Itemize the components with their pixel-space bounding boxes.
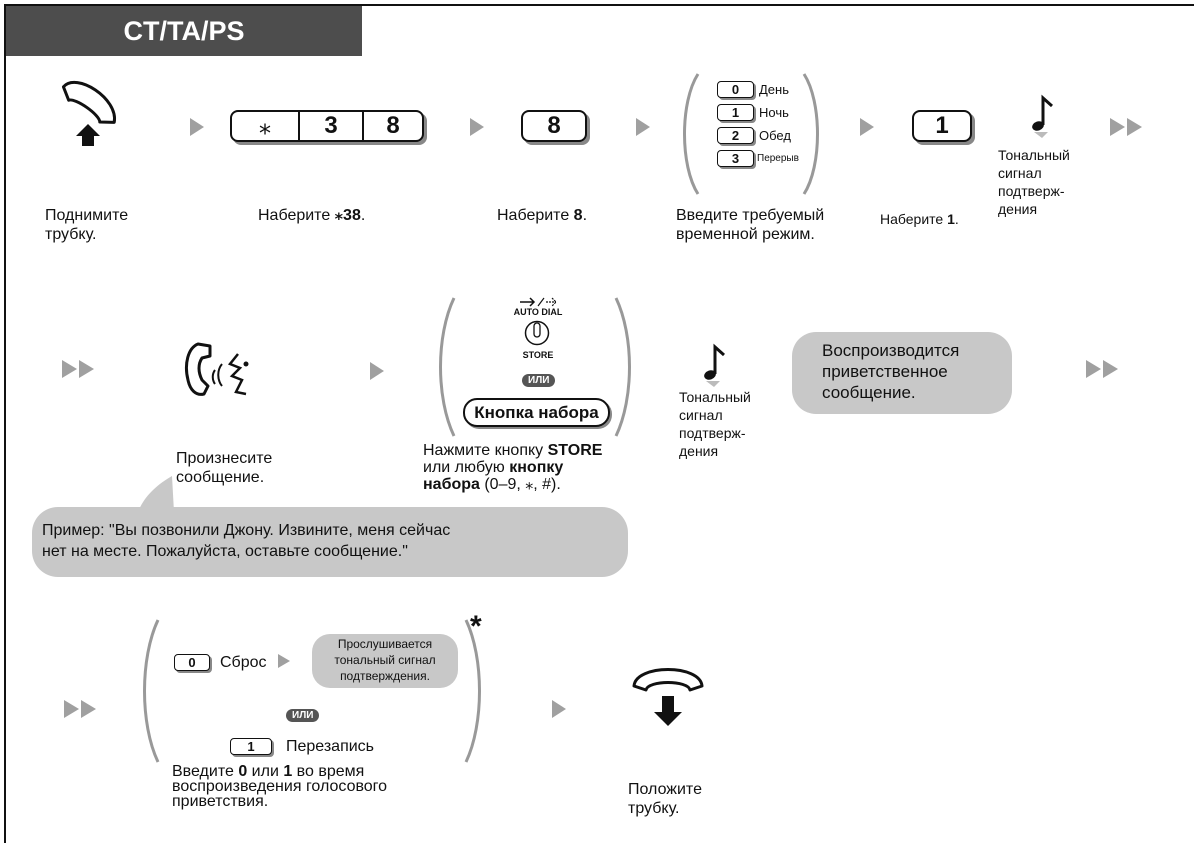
frame-left-line [4, 4, 6, 843]
mode-key[interactable]: 2 [717, 127, 754, 144]
step-arrow [552, 700, 566, 718]
key-1-single[interactable]: 1 [912, 110, 972, 142]
or-badge: ИЛИ [522, 370, 556, 388]
auto-dial-label: AUTO DIAL [513, 307, 563, 317]
continue-arrow [1110, 118, 1142, 136]
mode-option-day[interactable]: 0 День [717, 78, 799, 101]
press-caption: Нажмите кнопку STORE или любую кнопку на… [423, 442, 603, 493]
key-star[interactable]: ⁎ [230, 110, 300, 142]
dial-button[interactable]: Кнопка набора [463, 398, 610, 427]
key-8[interactable]: 8 [362, 110, 424, 142]
continue-arrow [62, 360, 94, 378]
mode-key[interactable]: 1 [717, 104, 754, 121]
mode-label: Ночь [759, 104, 789, 120]
enter-caption: Введите 0 или 1 во время воспроизведения… [172, 763, 388, 810]
greeting-bubble [792, 332, 1012, 414]
dial-keys-group: ⁎ 3 8 [230, 110, 424, 142]
mode-option-break[interactable]: 3 Перерыв [717, 147, 799, 170]
reset-label: Сброс [220, 654, 267, 671]
step-arrow [370, 362, 384, 380]
key-3[interactable]: 3 [298, 110, 364, 142]
on-hook-icon [632, 668, 704, 726]
mode-bracket [683, 73, 819, 195]
mode-list: 0 День 1 Ночь 2 Обед 3 Перерыв [717, 78, 799, 170]
continue-arrow [1086, 360, 1118, 378]
key1-caption: Наберите 1. [880, 211, 959, 227]
dial-caption: Наберите ⁎38. [258, 207, 366, 224]
mode-key[interactable]: 3 [717, 150, 754, 167]
step-arrow [636, 118, 650, 136]
section-header: CT/TA/PS [6, 6, 362, 56]
option-bracket [143, 619, 481, 763]
rerecord-label: Перезапись [286, 738, 375, 755]
step-arrow [278, 654, 290, 668]
key8-caption: Наберите 8. [497, 207, 588, 224]
store-bracket [439, 297, 631, 437]
store-button-icon[interactable] [524, 318, 550, 348]
off-hook-icon [61, 80, 116, 146]
mode-key[interactable]: 0 [717, 81, 754, 98]
or-badge: ИЛИ [286, 705, 320, 723]
mode-label: Обед [759, 127, 791, 143]
store-label: STORE [522, 350, 554, 360]
step-arrow [190, 118, 204, 136]
mode-label: Перерыв [757, 152, 799, 164]
step-arrow [470, 118, 484, 136]
key-8-single[interactable]: 8 [521, 110, 587, 142]
auto-dial-arrows-icon [520, 297, 557, 307]
tone-bubble [312, 634, 458, 688]
example-text: Пример: "Вы позвонили Джону. Извините, м… [42, 522, 451, 560]
step-arrow [860, 118, 874, 136]
speaking-icon [184, 342, 249, 396]
mode-label: День [759, 81, 789, 97]
mode-option-lunch[interactable]: 2 Обед [717, 124, 799, 147]
example-bubble [32, 507, 628, 577]
tone-icon [1032, 94, 1053, 138]
continue-arrow [64, 700, 96, 718]
reset-key[interactable]: 0 [174, 654, 210, 671]
rerecord-key[interactable]: 1 [230, 738, 272, 755]
mode-option-night[interactable]: 1 Ночь [717, 101, 799, 124]
footnote-asterisk: * [470, 610, 482, 643]
bubble-tail [138, 476, 174, 512]
tone-icon [704, 343, 725, 387]
frame-top-line [4, 4, 1194, 6]
